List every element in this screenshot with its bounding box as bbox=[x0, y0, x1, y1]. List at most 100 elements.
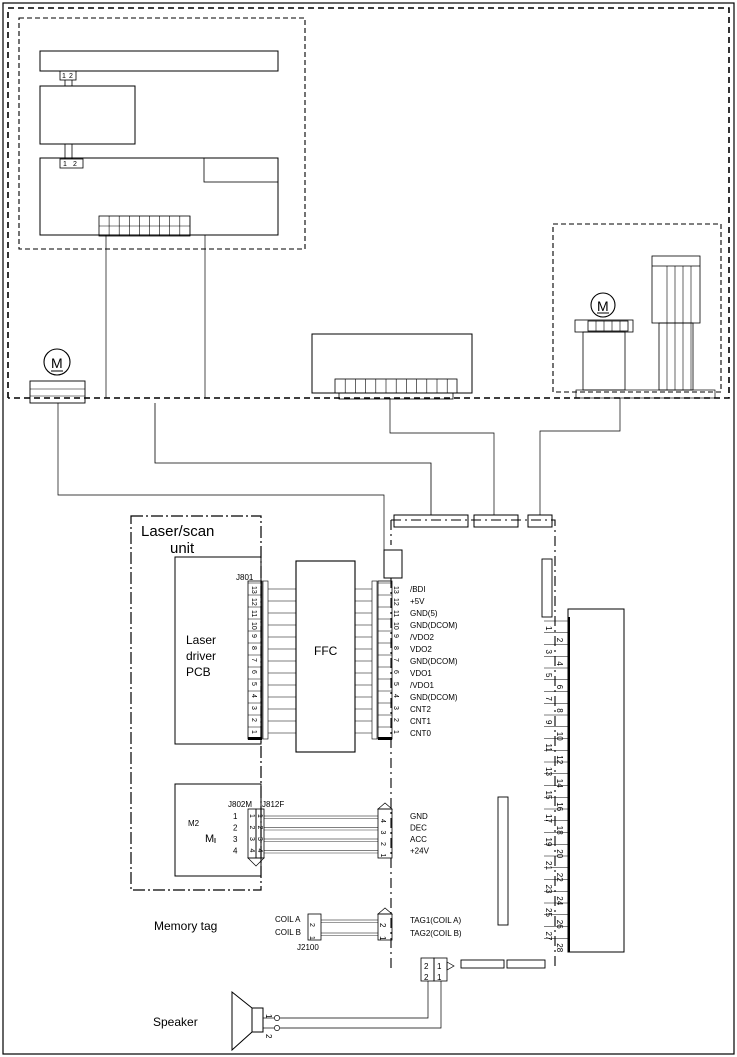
j801-pin-3: 3 bbox=[250, 706, 257, 710]
j812f-pin-2: 2 bbox=[256, 826, 263, 830]
connector-b-pin1: 1 bbox=[63, 161, 67, 168]
right-connector-pin-11: 11 bbox=[544, 744, 553, 753]
laser-pcb-label-line2: driver bbox=[186, 649, 216, 663]
right-connector-pin-12: 12 bbox=[555, 755, 564, 764]
main-laser-pin-9: 9 bbox=[392, 634, 399, 638]
scanner-connector-key bbox=[247, 857, 265, 867]
middle-board bbox=[39, 85, 136, 145]
j2100-label: J2100 bbox=[297, 943, 319, 952]
j812f-pin-1: 1 bbox=[256, 814, 263, 818]
memory-tag-label: Memory tag bbox=[154, 919, 217, 933]
main-laser-pin-5: 5 bbox=[392, 682, 399, 686]
main-laser-pin-7: 7 bbox=[392, 658, 399, 662]
main-board-center-part bbox=[497, 796, 509, 926]
main-laser-pin-2: 2 bbox=[392, 718, 399, 722]
memtag-signal-2: TAG2(COIL B) bbox=[410, 929, 462, 938]
j801-pin-5: 5 bbox=[250, 682, 257, 686]
scanner-left-pin-4: 4 bbox=[233, 847, 238, 856]
laser-pcb-label-line3: PCB bbox=[186, 665, 211, 679]
speaker-terminal-1 bbox=[274, 1015, 280, 1021]
right-connector-pin-2: 2 bbox=[555, 638, 564, 643]
scanner-signal-4: +24V bbox=[410, 847, 430, 856]
j812f-label: J812F bbox=[262, 800, 284, 809]
right-connector-pin-23: 23 bbox=[544, 885, 553, 894]
main-scanner-pin-1: 1 bbox=[379, 854, 386, 858]
speaker-pin-1: 1 bbox=[264, 1014, 273, 1019]
laser-signal-4: GND(DCOM) bbox=[410, 693, 458, 702]
laser-signal-1: CNT0 bbox=[410, 729, 431, 738]
right-assembly-dashed bbox=[552, 223, 722, 393]
right-connector-pin-26: 26 bbox=[555, 920, 564, 929]
speaker-conn-pin-2a: 2 bbox=[424, 962, 429, 971]
cable-middle-board bbox=[389, 398, 495, 515]
speaker-conn-pin-1a: 1 bbox=[437, 962, 442, 971]
laser-signal-11: GND(5) bbox=[410, 609, 438, 618]
main-scanner-pin-3: 3 bbox=[379, 831, 386, 835]
connector-a-pin1: 1 bbox=[62, 73, 66, 80]
scanner-motor-symbol: M bbox=[205, 833, 214, 845]
scanner-left-pin-1: 1 bbox=[233, 812, 238, 821]
top-left-assembly-dashed bbox=[18, 17, 306, 250]
cable-right-assembly bbox=[539, 398, 621, 515]
main-laser-pin-11: 11 bbox=[392, 610, 399, 617]
right-connector-pin-21: 21 bbox=[544, 861, 553, 870]
connector-a-pin2: 2 bbox=[69, 73, 73, 80]
right-connector-pin-19: 19 bbox=[544, 838, 553, 847]
middle-board-connector-lower bbox=[338, 392, 454, 400]
j801-label: J801 bbox=[236, 573, 254, 582]
right-connector-pin-20: 20 bbox=[555, 849, 564, 858]
ffc-label: FFC bbox=[314, 644, 338, 658]
laser-signal-9: /VDO2 bbox=[410, 633, 435, 642]
main-board-top-connector-1 bbox=[393, 514, 469, 528]
j802m-pin-1: 1 bbox=[248, 814, 255, 818]
connector-a bbox=[59, 70, 77, 81]
main-memtag-connector-key bbox=[377, 907, 393, 915]
j2100-pin-1: 1 bbox=[308, 936, 315, 940]
main-laser-pin-3: 3 bbox=[392, 706, 399, 710]
j801-connector-edge bbox=[262, 580, 269, 740]
j801-pin-6: 6 bbox=[250, 670, 257, 674]
laser-unit-title-line2: unit bbox=[170, 540, 195, 557]
laser-pcb-label-line1: Laser bbox=[186, 633, 216, 647]
right-connector-pin-9: 9 bbox=[544, 720, 553, 725]
main-laser-pin-4: 4 bbox=[392, 694, 399, 698]
j801-pin-9: 9 bbox=[250, 634, 257, 638]
main-laser-pin-1: 1 bbox=[392, 730, 399, 734]
connector-b bbox=[59, 158, 84, 169]
main-laser-pin-10: 10 bbox=[392, 622, 399, 630]
main-board-top-connector-3 bbox=[527, 514, 553, 528]
right-connector-pin-4: 4 bbox=[555, 661, 564, 666]
memtag-signal-1: TAG1(COIL A) bbox=[410, 916, 461, 925]
right-connector-pin-17: 17 bbox=[544, 814, 553, 823]
main-scanner-pin-2: 2 bbox=[379, 842, 386, 846]
main-memtag-pin-2: 2 bbox=[378, 923, 387, 928]
right-connector-pin-5: 5 bbox=[544, 673, 553, 678]
speaker-conn-pin-2b: 2 bbox=[424, 973, 429, 982]
speaker-label: Speaker bbox=[153, 1015, 198, 1029]
right-connector-pin-13: 13 bbox=[544, 767, 553, 776]
right-connector-pins: 1234567891011121314151617181920212223242… bbox=[544, 620, 568, 953]
main-board-top-connector-2 bbox=[473, 514, 519, 528]
right-motor-connector-body bbox=[587, 320, 629, 332]
main-laser-pin-8: 8 bbox=[392, 646, 399, 650]
laser-signal-6: VDO1 bbox=[410, 669, 432, 678]
speaker-wire-2 bbox=[280, 981, 442, 1029]
right-connector-pin-16: 16 bbox=[555, 802, 564, 811]
j802m-pin-2: 2 bbox=[248, 826, 255, 830]
scanner-signal-3: ACC bbox=[410, 835, 427, 844]
laser-signal-2: CNT1 bbox=[410, 717, 431, 726]
middle-top-board bbox=[311, 333, 473, 394]
speaker-icon bbox=[231, 990, 253, 1052]
j802m-label: J802M bbox=[228, 800, 252, 809]
left-motor-connector bbox=[29, 380, 86, 404]
right-connector-pin-3: 3 bbox=[544, 650, 553, 655]
connector-b-pin2: 2 bbox=[73, 161, 77, 168]
right-large-component bbox=[567, 608, 625, 953]
laser-signal-10: GND(DCOM) bbox=[410, 621, 458, 630]
main-board-side-connector bbox=[383, 549, 403, 579]
